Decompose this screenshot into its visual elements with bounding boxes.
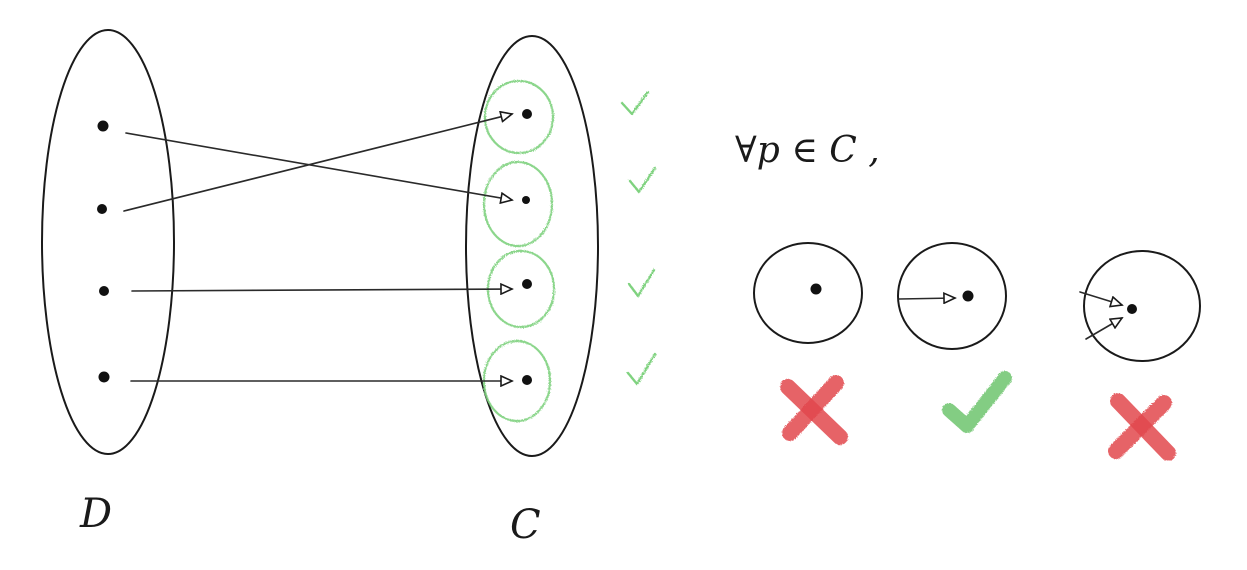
condition-illustration: ∀p ∈ C , bbox=[735, 130, 1201, 461]
domain-point bbox=[97, 120, 109, 132]
codomain-set-label: C bbox=[510, 502, 541, 548]
domain-set-ellipse bbox=[41, 29, 175, 455]
mapping-arrows bbox=[123, 114, 512, 381]
codomain-point bbox=[522, 279, 532, 289]
domain-point bbox=[98, 371, 110, 383]
check-icon bbox=[942, 371, 1012, 433]
mapping-arrow bbox=[125, 132, 512, 200]
case-no-preimage bbox=[753, 242, 863, 344]
neighbourhood-circle bbox=[1083, 250, 1201, 362]
domain-point bbox=[97, 204, 107, 214]
mapping-arrow bbox=[131, 289, 512, 291]
check-icon bbox=[626, 352, 657, 386]
domain-points bbox=[97, 120, 110, 383]
codomain-points bbox=[522, 109, 532, 385]
domain-set-label: D bbox=[79, 491, 112, 537]
codomain-checks bbox=[620, 90, 657, 386]
check-icon bbox=[620, 90, 650, 116]
codomain-set-ellipse bbox=[465, 35, 599, 457]
codomain-neighbourhoods bbox=[482, 79, 556, 423]
target-point bbox=[962, 290, 974, 302]
mapping-arrow bbox=[898, 298, 955, 299]
codomain-point bbox=[522, 109, 532, 119]
target-point bbox=[1127, 304, 1137, 314]
check-icon bbox=[627, 268, 656, 298]
case-two-preimages bbox=[1079, 250, 1201, 362]
codomain-neighbourhood bbox=[483, 79, 555, 155]
neighbourhood-circle bbox=[897, 242, 1007, 350]
mapping-arrow bbox=[123, 114, 512, 212]
domain-point bbox=[99, 286, 109, 296]
check-icon bbox=[628, 166, 657, 194]
mapping-diagram: D C bbox=[41, 29, 657, 548]
case-one-preimage bbox=[897, 242, 1007, 350]
cross-icon bbox=[780, 375, 848, 445]
mapping-arrow bbox=[1079, 291, 1122, 305]
codomain-point bbox=[522, 196, 530, 204]
codomain-point bbox=[522, 375, 532, 385]
quantifier-text: ∀p ∈ C , bbox=[735, 130, 880, 171]
verdicts bbox=[780, 371, 1176, 461]
codomain-neighbourhood bbox=[482, 160, 554, 248]
cross-icon bbox=[1108, 393, 1176, 461]
target-point bbox=[810, 283, 822, 295]
neighbourhood-circle bbox=[753, 242, 863, 344]
mapping-arrow bbox=[1085, 318, 1122, 340]
